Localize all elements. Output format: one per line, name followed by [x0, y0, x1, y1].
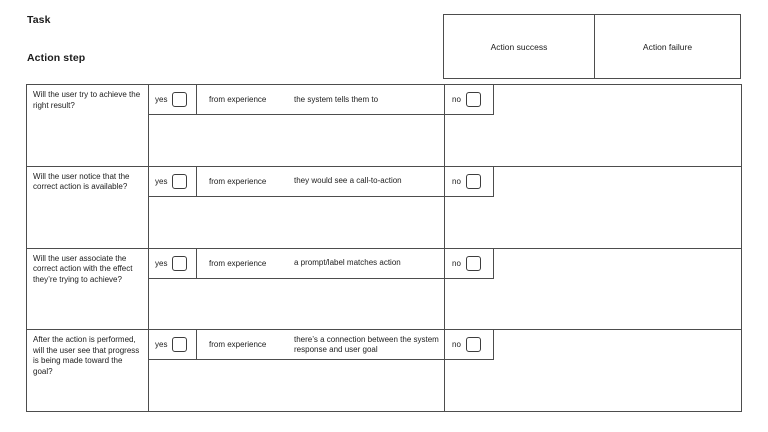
experience-cell: from experience a prompt/label matches a… [197, 249, 444, 278]
answer-area: yes from experience there’s a connection… [149, 330, 445, 411]
source-label: from experience [209, 258, 267, 268]
header-action-failure: Action failure [642, 41, 693, 52]
yes-label: yes [155, 176, 168, 186]
question-cell: After the action is performed, will the … [27, 330, 149, 411]
success-notes-area [149, 115, 444, 166]
no-cell: no [445, 330, 494, 361]
yes-checkbox[interactable] [172, 173, 188, 189]
failure-area: no [445, 248, 741, 330]
no-label: no [452, 340, 461, 350]
yes-label: yes [155, 258, 168, 268]
reason-text: there’s a connection between the system … [294, 335, 439, 354]
action-step-label: Action step [27, 52, 86, 64]
experience-cell: from experience they would see a call-to… [197, 167, 444, 196]
no-label: no [452, 258, 461, 268]
source-label: from experience [209, 95, 267, 104]
yes-strip: yes from experience they would see a cal… [149, 166, 444, 197]
no-checkbox[interactable] [465, 255, 481, 271]
yes-strip: yes from experience the system tells the… [149, 85, 444, 115]
no-checkbox[interactable] [465, 173, 481, 189]
experience-cell: from experience there’s a connection bet… [197, 330, 444, 359]
task-label: Task [27, 14, 51, 26]
table-row: Will the user associate the correct acti… [27, 248, 741, 331]
failure-area: no [445, 330, 741, 411]
yes-cell: yes [149, 166, 197, 196]
table-row: Will the user notice that the correct ac… [27, 166, 741, 249]
header-action-success: Action success [444, 15, 595, 78]
yes-checkbox[interactable] [172, 337, 188, 353]
no-cell: no [445, 85, 494, 115]
no-label: no [452, 176, 461, 186]
no-label: no [452, 95, 461, 104]
success-notes-area [149, 197, 444, 248]
outcome-header: Action success Action failure [443, 14, 741, 79]
answer-area: yes from experience the system tells the… [149, 85, 445, 166]
no-cell: no [445, 166, 494, 197]
success-notes-area [149, 360, 444, 411]
no-checkbox[interactable] [465, 92, 481, 107]
yes-cell: yes [149, 330, 197, 360]
question-cell: Will the user notice that the correct ac… [27, 166, 149, 248]
yes-cell: yes [149, 248, 197, 278]
source-label: from experience [209, 340, 267, 350]
success-notes-area [149, 279, 444, 330]
yes-label: yes [155, 340, 168, 350]
failure-area: no [445, 166, 741, 248]
experience-cell: from experience the system tells them to [197, 85, 444, 114]
question-cell: Will the user associate the correct acti… [27, 248, 149, 330]
yes-label: yes [155, 95, 168, 104]
walkthrough-table: Will the user try to achieve the right r… [26, 84, 742, 412]
no-cell: no [445, 248, 494, 279]
yes-strip: yes from experience there’s a connection… [149, 330, 444, 361]
table-row: Will the user try to achieve the right r… [27, 85, 741, 167]
answer-area: yes from experience they would see a cal… [149, 166, 445, 248]
reason-text: a prompt/label matches action [294, 258, 401, 268]
table-row: After the action is performed, will the … [27, 330, 741, 411]
yes-strip: yes from experience a prompt/label match… [149, 248, 444, 279]
reason-text: the system tells them to [294, 94, 379, 104]
yes-checkbox[interactable] [172, 255, 188, 271]
yes-cell: yes [149, 85, 197, 114]
yes-checkbox[interactable] [172, 92, 188, 107]
reason-text: they would see a call-to-action [294, 176, 402, 186]
failure-area: no [445, 85, 741, 166]
question-cell: Will the user try to achieve the right r… [27, 85, 149, 166]
answer-area: yes from experience a prompt/label match… [149, 248, 445, 330]
no-checkbox[interactable] [465, 337, 481, 353]
source-label: from experience [209, 176, 267, 186]
